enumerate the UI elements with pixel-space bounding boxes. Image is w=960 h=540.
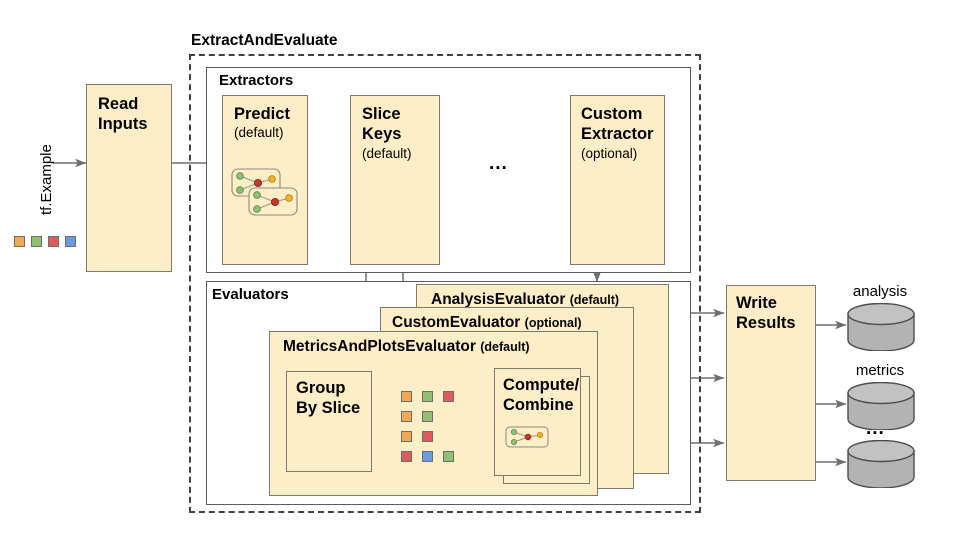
slice-keys-qualifier: (default) — [362, 146, 412, 161]
output-cylinder-analysis[interactable] — [846, 303, 916, 351]
output-label-analysis: analysis — [852, 283, 908, 300]
extractor-node-predict[interactable]: Predict (default) — [222, 95, 308, 265]
evaluator-card-metrics-and-plots[interactable]: MetricsAndPlotsEvaluator (default) Group… — [269, 331, 598, 496]
custom-extractor-title-line2: Extractor — [581, 125, 654, 143]
group-by-slice-title-line1: Group — [296, 379, 346, 397]
model-graph-icon — [231, 168, 298, 216]
compute-combine-node[interactable]: Compute/ Combine — [494, 368, 581, 476]
analysis-evaluator-qualifier: (default) — [569, 293, 620, 307]
group-by-slice-node[interactable]: Group By Slice — [286, 371, 372, 472]
custom-evaluator-qualifier: (optional) — [524, 316, 582, 330]
input-chip-blue — [65, 236, 76, 247]
extractors-ellipsis: ... — [489, 153, 508, 174]
custom-extractor-title-line1: Custom — [581, 105, 643, 123]
slice-chip — [422, 431, 433, 442]
compute-graph-icon — [505, 426, 549, 448]
slice-chip — [401, 451, 412, 462]
read-inputs-title-line1: Read — [98, 95, 139, 113]
compute-combine-title-line2: Combine — [503, 396, 574, 414]
slice-chip-grid — [401, 391, 467, 467]
compute-combine-title-line1: Compute/ — [503, 376, 580, 394]
input-chip-red — [48, 236, 59, 247]
metrics-evaluator-label: MetricsAndPlotsEvaluator (default) — [283, 338, 530, 356]
output-cylinder-metrics[interactable] — [846, 382, 916, 430]
extractor-node-custom[interactable]: Custom Extractor (optional) — [570, 95, 665, 265]
input-chip-orange — [14, 236, 25, 247]
write-results-title-line1: Write — [736, 294, 777, 312]
analysis-evaluator-label: AnalysisEvaluator (default) — [431, 291, 619, 309]
slice-chip — [401, 411, 412, 422]
extractor-node-slice-keys[interactable]: Slice Keys (default) — [350, 95, 440, 265]
metrics-evaluator-name: MetricsAndPlotsEvaluator — [283, 338, 476, 355]
input-label: tf.Example — [38, 144, 55, 215]
group-by-slice-title-line2: By Slice — [296, 399, 361, 417]
write-results-node[interactable]: Write Results — [726, 285, 816, 481]
custom-evaluator-name: CustomEvaluator — [392, 314, 521, 331]
predict-title: Predict — [234, 105, 290, 123]
slice-chip — [443, 391, 454, 402]
input-chip-green — [31, 236, 42, 247]
output-label-other: ... — [866, 418, 885, 439]
slice-keys-title-line2: Keys — [362, 125, 402, 143]
write-results-title-line2: Results — [736, 314, 796, 332]
slice-keys-title-line1: Slice — [362, 105, 401, 123]
analysis-evaluator-name: AnalysisEvaluator — [431, 291, 566, 308]
extract-and-evaluate-container — [189, 54, 701, 513]
slice-chip — [422, 411, 433, 422]
slice-chip — [443, 451, 454, 462]
custom-extractor-qualifier: (optional) — [581, 146, 638, 161]
evaluators-title: Evaluators — [212, 286, 289, 303]
slice-chip — [422, 451, 433, 462]
predict-qualifier: (default) — [234, 125, 284, 140]
slice-chip — [422, 391, 433, 402]
read-inputs-node[interactable]: Read Inputs — [86, 84, 172, 272]
custom-evaluator-label: CustomEvaluator (optional) — [392, 314, 582, 332]
output-label-metrics: metrics — [855, 362, 905, 379]
metrics-evaluator-qualifier: (default) — [480, 340, 530, 354]
extract-and-evaluate-title: ExtractAndEvaluate — [191, 32, 338, 49]
slice-chip — [401, 391, 412, 402]
input-chip-row — [14, 236, 78, 250]
output-cylinder-other[interactable] — [846, 440, 916, 488]
read-inputs-title-line2: Inputs — [98, 115, 148, 133]
extractors-title: Extractors — [219, 72, 294, 89]
slice-chip — [401, 431, 412, 442]
